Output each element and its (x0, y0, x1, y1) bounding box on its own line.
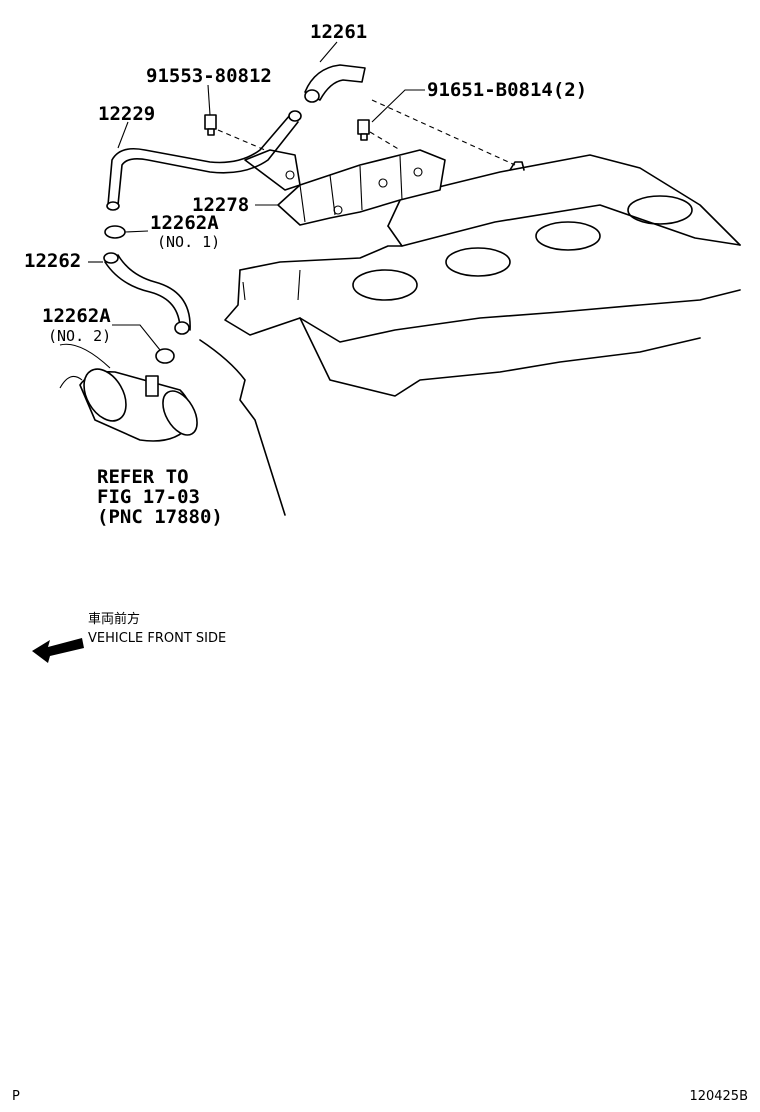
air-intake-connector (59, 343, 198, 442)
label-12262a-no2: 12262A (42, 305, 111, 327)
refer-line-3: (PNC 17880) (97, 506, 223, 528)
label-12262: 12262 (24, 250, 81, 272)
leader-lines (88, 41, 425, 351)
front-arrow-icon (32, 638, 84, 663)
refer-line-1: REFER TO (97, 466, 189, 488)
direction-en: VEHICLE FRONT SIDE (88, 631, 226, 646)
hose-12262 (103, 252, 191, 335)
bracket-12278 (244, 149, 446, 226)
dashed-guides (217, 99, 516, 166)
bolt-91553-icon (204, 114, 217, 136)
label-12278: 12278 (192, 194, 249, 216)
label-12262a-no1-note: (NO. 1) (157, 233, 220, 251)
label-12261: 12261 (310, 21, 367, 43)
hose-12229 (106, 110, 302, 211)
footer-code: 120425B (689, 1089, 748, 1104)
hose-12261 (304, 64, 366, 103)
label-91651-b0814: 91651-B0814(2) (427, 79, 587, 101)
label-91553-80812: 91553-80812 (146, 65, 272, 87)
clamp-12262a-no1 (104, 225, 126, 239)
label-12262a-no2-note: (NO. 2) (48, 327, 111, 345)
engine-block (199, 154, 741, 516)
direction-jp: 車両前方 (88, 611, 140, 627)
clamp-12262a-no2 (155, 348, 175, 364)
refer-line-2: FIG 17-03 (97, 486, 200, 508)
footer-left: P (12, 1089, 20, 1104)
label-12262a-no1: 12262A (150, 212, 219, 234)
bolt-91651-icon (357, 119, 370, 141)
label-12229: 12229 (98, 103, 155, 125)
